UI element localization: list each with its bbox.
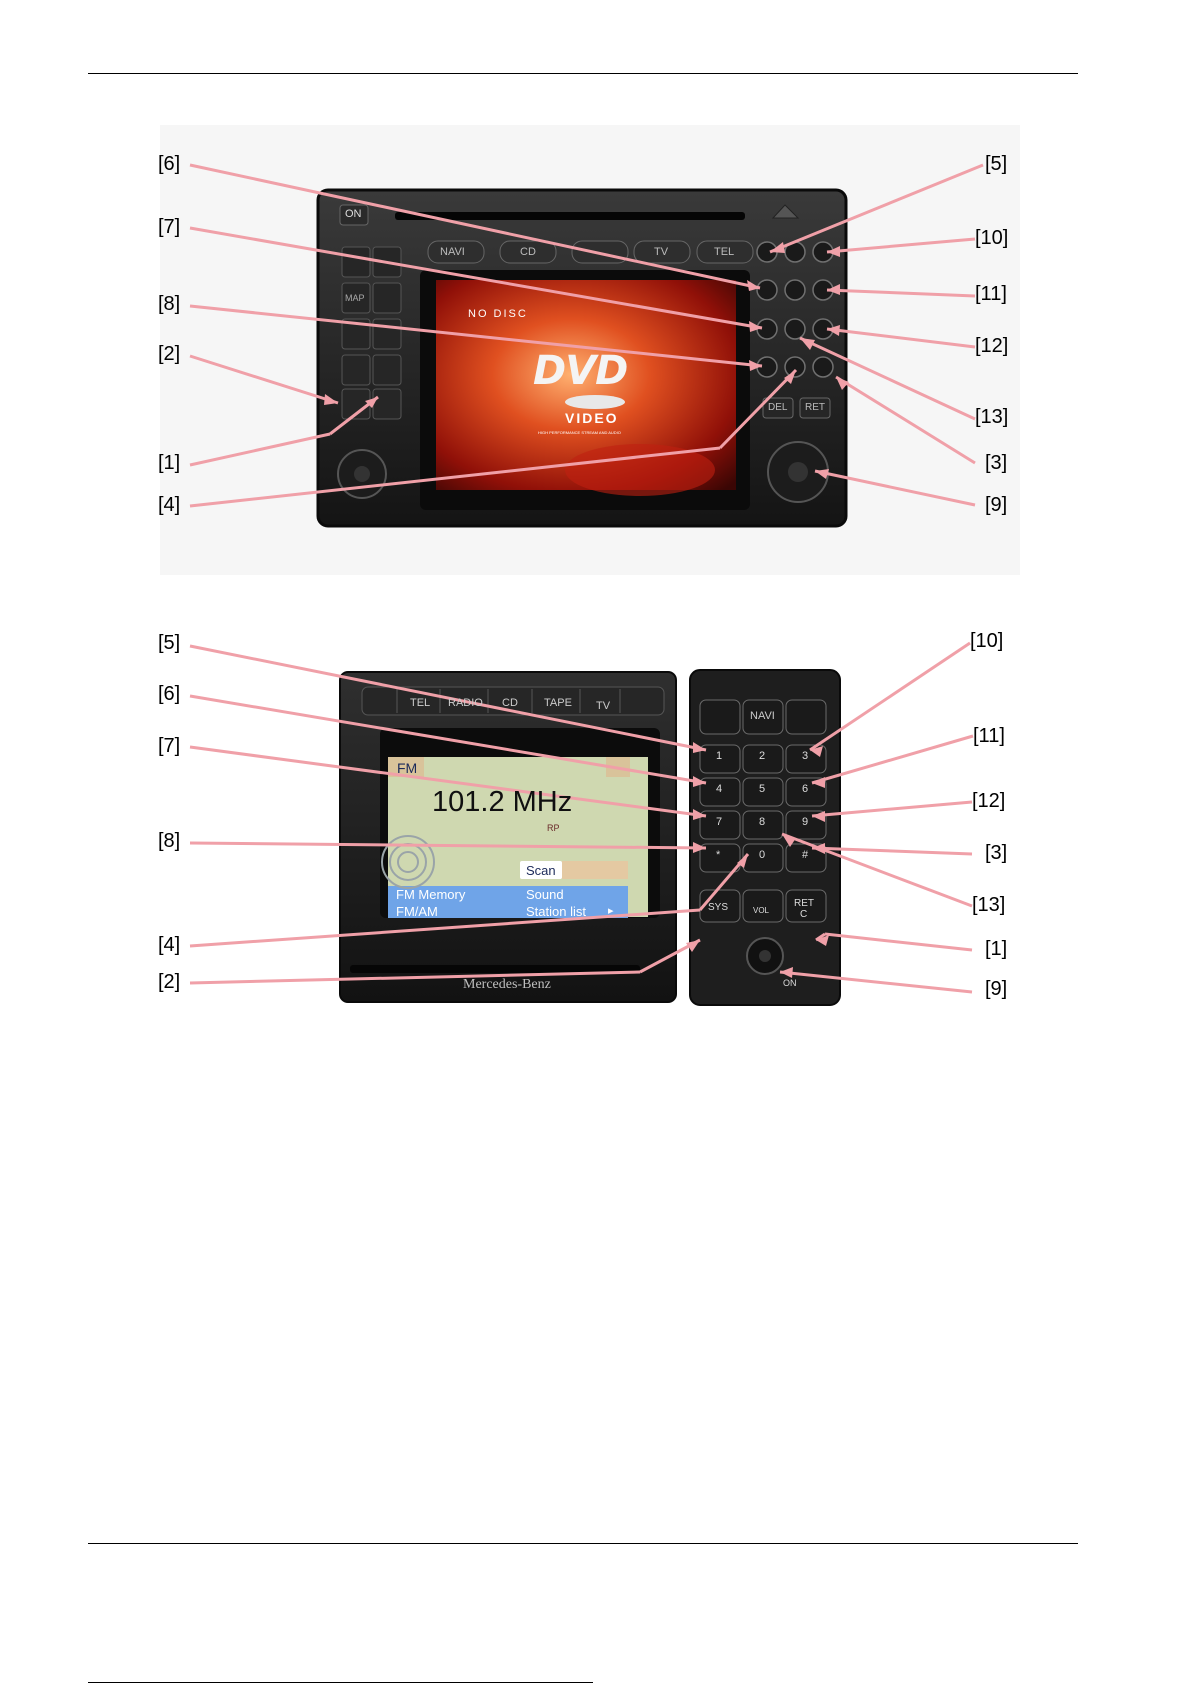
fig1-callout-10: [10] — [975, 227, 1009, 249]
key-2[interactable]: 2 — [759, 750, 766, 762]
fig1-callout-3: [3] — [985, 452, 1008, 474]
fig1-on-label[interactable]: ON — [345, 208, 362, 220]
fig1-navi-button[interactable]: NAVI — [440, 246, 465, 258]
fig2-sys-button[interactable]: SYS — [708, 902, 729, 913]
fig2-callout-13: [13] — [972, 894, 1006, 916]
menu-station-list[interactable]: Station list — [526, 904, 586, 919]
rds-indicator: RP — [547, 823, 560, 833]
fig1-callout-6: [6] — [158, 153, 181, 175]
figure-1-dvd-navigation-unit — [160, 125, 1020, 575]
chevron-right-icon: ▸ — [608, 905, 614, 917]
menu-fm-memory[interactable]: FM Memory — [396, 887, 466, 902]
footer-rule — [88, 1543, 1078, 1544]
scan-label[interactable]: Scan — [526, 863, 556, 878]
fig1-callout-11: [11] — [975, 283, 1007, 305]
key-1[interactable]: 1 — [716, 750, 723, 762]
fig2-tel-button[interactable]: TEL — [410, 697, 431, 709]
page-edge-rule — [88, 1682, 593, 1683]
video-logo: VIDEO — [565, 410, 619, 426]
fig2-vol-button[interactable]: VOL — [753, 906, 770, 915]
fig1-callout-12: [12] — [975, 335, 1009, 357]
on-button — [339, 204, 369, 226]
key-7[interactable]: 7 — [716, 816, 723, 828]
fig2-callout-10: [10] — [970, 630, 1004, 652]
fig1-tel-button[interactable]: TEL — [714, 246, 735, 258]
key-9[interactable]: 9 — [802, 816, 809, 828]
fig2-ret-button[interactable]: RET — [794, 898, 814, 909]
dvd-logo-disc — [565, 395, 625, 409]
band-label: FM — [397, 760, 418, 776]
screen-menu-bar — [388, 886, 628, 918]
menu-fm-am[interactable]: FM/AM — [396, 904, 438, 919]
fig1-callout-4: [4] — [158, 494, 181, 516]
brand-label: Mercedes-Benz — [463, 977, 551, 992]
key-star[interactable]: * — [716, 849, 721, 861]
fig2-callout-8: [8] — [158, 830, 181, 852]
eject-button — [771, 204, 800, 219]
fig1-map-button[interactable]: MAP — [345, 293, 365, 303]
fig1-callout-5: [5] — [985, 153, 1008, 175]
key-5[interactable]: 5 — [759, 783, 766, 795]
fig1-tv-button[interactable]: TV — [654, 246, 669, 258]
fig1-callout-7: [7] — [158, 216, 181, 238]
key-0[interactable]: 0 — [759, 849, 766, 861]
fig1-cd-button[interactable]: CD — [520, 246, 536, 258]
left-button-column — [341, 246, 402, 420]
dvd-logo-subtitle: HIGH PERFORMANCE STREAM AND AUDIO — [538, 430, 621, 435]
fig2-callout-3: [3] — [985, 842, 1008, 864]
key-hash[interactable]: # — [802, 849, 809, 861]
fig2-callout-2: [2] — [158, 971, 181, 993]
fig1-callout-8: [8] — [158, 293, 181, 315]
scan-button — [520, 861, 562, 879]
numeric-keypad — [699, 744, 827, 873]
source-buttons — [427, 240, 754, 264]
callout-lines — [189, 163, 984, 508]
fig2-tv-button[interactable]: TV — [596, 700, 611, 712]
fig2-on-label: ON — [783, 978, 797, 988]
key-3[interactable]: 3 — [802, 750, 809, 762]
key-6[interactable]: 6 — [802, 783, 809, 795]
fig1-callout-13: [13] — [975, 406, 1009, 428]
fig2-callout-1: [1] — [985, 938, 1008, 960]
fig1-ret-button[interactable]: RET — [805, 402, 825, 413]
key-8[interactable]: 8 — [759, 816, 766, 828]
fig2-radio-button[interactable]: RADIO — [448, 697, 483, 709]
fig2-ret-c-label: C — [800, 909, 808, 920]
key-4[interactable]: 4 — [716, 783, 723, 795]
fig2-callout-6: [6] — [158, 683, 181, 705]
fig2-callout-12: [12] — [972, 790, 1006, 812]
fig1-callout-2: [2] — [158, 343, 181, 365]
fig2-navi-button[interactable]: NAVI — [750, 710, 775, 722]
figure-2-radio-navigation-unit — [189, 641, 974, 1006]
ret-button — [799, 397, 831, 419]
fig1-callout-9: [9] — [985, 494, 1008, 516]
fig1-screen-status: NO DISC — [468, 308, 528, 320]
fig2-callout-7: [7] — [158, 735, 181, 757]
fig2-tape-button[interactable]: TAPE — [544, 697, 572, 709]
fig1-del-button[interactable]: DEL — [768, 402, 788, 413]
dvd-logo: DVD — [533, 348, 628, 394]
frequency-display: 101.2 MHz — [432, 786, 573, 818]
fig2-callout-4: [4] — [158, 934, 181, 956]
menu-sound[interactable]: Sound — [526, 887, 564, 902]
fig2-cd-button[interactable]: CD — [502, 697, 518, 709]
fig1-callout-1: [1] — [158, 452, 181, 474]
header-rule — [88, 73, 1078, 74]
fig2-callout-5: [5] — [158, 632, 181, 654]
fig2-callout-9: [9] — [985, 978, 1008, 1000]
fig2-callout-11: [11] — [973, 725, 1005, 747]
del-button — [762, 397, 794, 419]
